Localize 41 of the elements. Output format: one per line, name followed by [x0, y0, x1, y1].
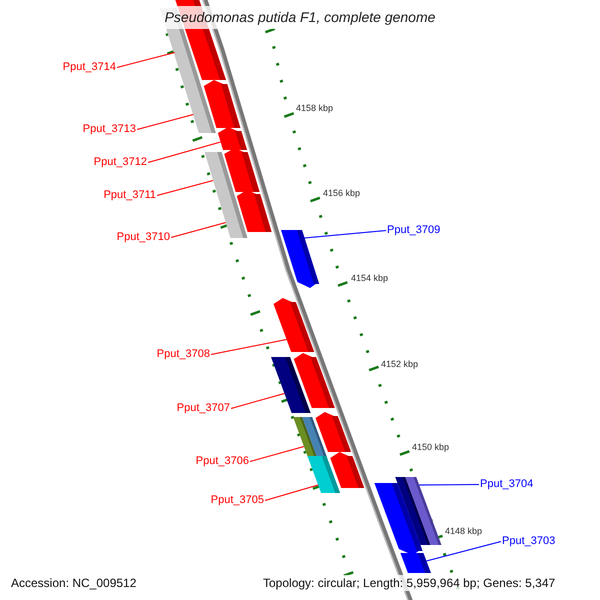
tick-label: 4154 kbp — [351, 273, 388, 284]
leader-line — [250, 446, 304, 462]
leader-line — [230, 393, 285, 409]
gene-feature — [271, 357, 311, 413]
gene-feature — [400, 553, 431, 573]
gene-label: Pput_3704 — [480, 478, 534, 491]
leader-line — [264, 484, 319, 501]
gene-label: Pput_3714 — [62, 61, 116, 74]
genome-stats-text: Topology: circular; Length: 5,959,964 bp; Genes: 5,347 — [261, 575, 558, 591]
leader-line — [136, 114, 194, 130]
gene-feature — [218, 127, 247, 150]
gene-feature — [281, 230, 320, 288]
gene-label: Pput_3710 — [116, 231, 170, 244]
gene-label: Pput_3713 — [82, 123, 136, 136]
gene-label: Pput_3712 — [94, 156, 147, 169]
tick-label: 4152 kbp — [381, 359, 418, 370]
leader-line — [426, 541, 502, 562]
gene-label: Pput_3709 — [387, 224, 440, 237]
leader-line — [116, 52, 176, 68]
accession-text: Accession: NC_009512 — [9, 575, 138, 591]
gene-feature — [274, 298, 314, 352]
leader-line — [156, 180, 214, 196]
gene-feature — [307, 456, 340, 493]
tick-label: 4158 kbp — [296, 103, 334, 114]
leader-line — [210, 339, 288, 355]
gene-feature — [302, 417, 328, 458]
leader-line — [170, 222, 226, 238]
leader-line — [418, 484, 480, 486]
gene-feature — [236, 190, 272, 232]
gene-label: Pput_3703 — [502, 535, 556, 548]
gene-label: Pput_3705 — [210, 494, 264, 507]
gene-label: Pput_3711 — [104, 189, 156, 202]
gene-label: Pput_3708 — [156, 348, 210, 361]
leader-line — [304, 230, 386, 238]
gene-label: Pput_3707 — [176, 402, 230, 415]
tick-label: 4150 kbp — [412, 442, 450, 453]
gene-label: Pput_3706 — [196, 455, 249, 468]
tick-label: 4156 kbp — [323, 188, 360, 199]
tick-label: 4148 kbp — [445, 526, 482, 537]
gene-feature — [374, 483, 423, 555]
leader-line — [148, 142, 222, 163]
